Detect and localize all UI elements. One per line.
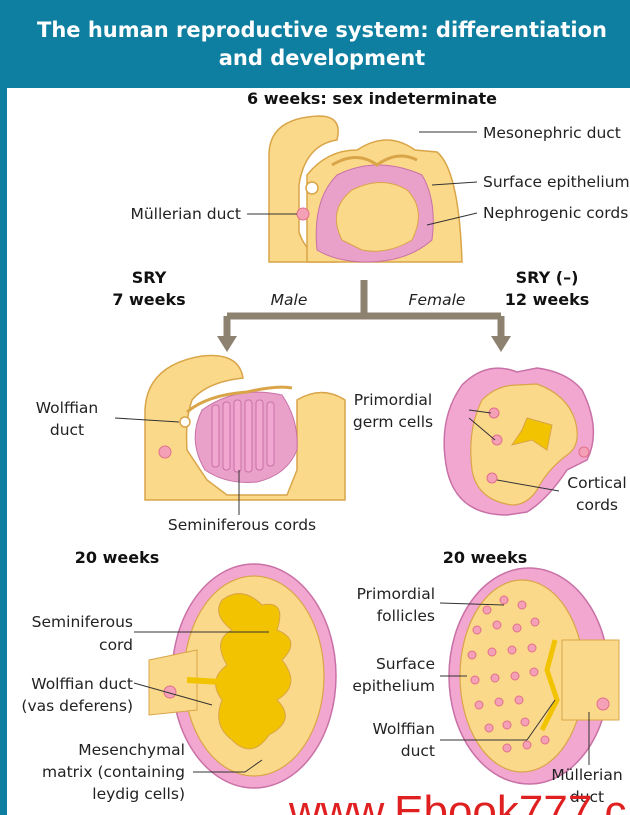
label-mullerian-duct: Müllerian duct [130, 205, 241, 223]
label-mullerian-duct-20w-line1: Müllerian [551, 766, 622, 784]
ovary-12-weeks [444, 368, 593, 515]
label-wolffian-duct-20w-line2: duct [401, 742, 435, 760]
label-nephrogenic-cords: Nephrogenic cords [483, 204, 628, 222]
label-mesonephric-duct: Mesonephric duct [483, 124, 621, 142]
sry-12-weeks: 12 weeks [505, 290, 589, 309]
diagram: 6 weeks: sex indeterminate Mesonephric d… [7, 0, 630, 815]
label-wolffian-duct-vas-line1: Wolffian duct [31, 675, 133, 693]
label-seminiferous-cords: Seminiferous cords [168, 516, 316, 534]
label-surface-epithelium: Surface epithelium [483, 173, 630, 191]
label-mesenchymal-line2: matrix (containing [42, 763, 185, 781]
label-mesenchymal-line1: Mesenchymal [78, 741, 185, 759]
label-surface-epithelium-20w-line1: Surface [376, 655, 435, 673]
label-wolffian-duct-7w-line2: duct [50, 421, 84, 439]
gonad-6-weeks [269, 116, 462, 262]
label-cortical-cords-line1: Cortical [567, 474, 626, 492]
ovary-20-weeks [449, 568, 619, 784]
label-primordial-follicles-line1: Primordial [357, 585, 435, 603]
female-20-weeks-heading: 20 weeks [443, 548, 527, 567]
watermark: www.Ebook777.c [288, 787, 627, 815]
label-cortical-cords-line2: cords [576, 496, 618, 514]
label-wolffian-duct-20w-line1: Wolffian [372, 720, 435, 738]
label-primordial-germ-cells-line1: Primordial [354, 391, 432, 409]
label-primordial-germ-cells-line2: germ cells [353, 413, 433, 431]
branch-arrows [217, 280, 511, 352]
label-seminiferous-cord-line1: Seminiferous [32, 613, 133, 631]
female-label: Female [409, 291, 466, 309]
label-primordial-follicles-line2: follicles [377, 607, 435, 625]
label-wolffian-duct-vas-line2: (vas deferens) [21, 697, 133, 715]
sry-negative-label: SRY (–) [516, 268, 579, 287]
testis-7-weeks [145, 355, 345, 500]
male-label: Male [271, 291, 308, 309]
sry-label: SRY [132, 268, 167, 287]
label-mesenchymal-line3: leydig cells) [92, 785, 185, 803]
label-seminiferous-cord-line2: cord [99, 636, 133, 654]
label-surface-epithelium-20w-line2: epithelium [352, 677, 435, 695]
label-wolffian-duct-7w-line1: Wolffian [36, 399, 99, 417]
top-heading: 6 weeks: sex indeterminate [247, 89, 497, 108]
male-20-weeks-heading: 20 weeks [75, 548, 159, 567]
sry-7-weeks: 7 weeks [112, 290, 185, 309]
